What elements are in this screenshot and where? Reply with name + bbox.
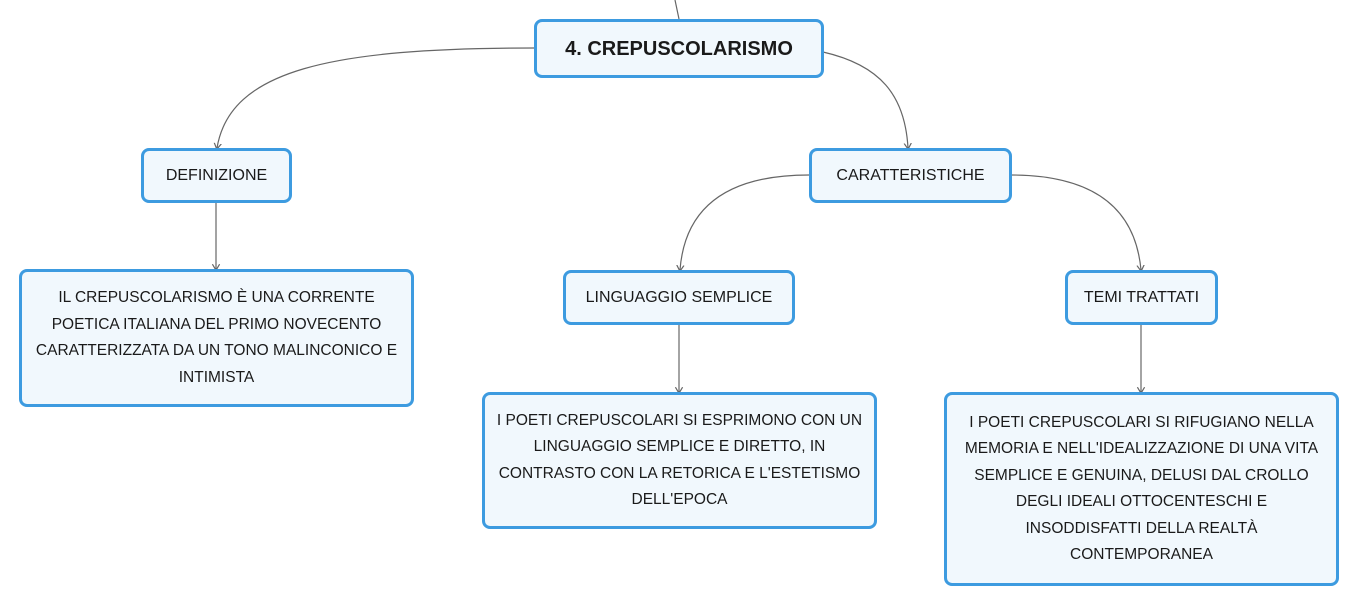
connector-caratteristiche-linguaggio	[680, 174, 810, 270]
topic-linguaggio-label: LINGUAGGIO SEMPLICE	[585, 288, 773, 306]
temi-text: I POETI CREPUSCOLARI SI RIFUGIANO NELLA …	[964, 413, 1319, 564]
topic-caratteristiche-label: CARATTERISTICHE	[836, 166, 985, 184]
topic-linguaggio-semplice[interactable]: LINGUAGGIO SEMPLICE	[563, 270, 795, 325]
connector-caratteristiche-temi	[1010, 174, 1141, 270]
linguaggio-text: I POETI CREPUSCOLARI SI ESPRIMONO CON UN…	[496, 411, 863, 509]
root-topic-label: 4. CREPUSCOLARISMO	[565, 37, 793, 60]
topic-linguaggio-text[interactable]: I POETI CREPUSCOLARI SI ESPRIMONO CON UN…	[482, 392, 877, 529]
topic-temi-text[interactable]: I POETI CREPUSCOLARI SI RIFUGIANO NELLA …	[944, 392, 1339, 586]
topic-temi-trattati[interactable]: TEMI TRATTATI	[1065, 270, 1218, 325]
topic-definizione[interactable]: DEFINIZIONE	[141, 148, 292, 203]
root-topic-crepuscolarismo[interactable]: 4. CREPUSCOLARISMO	[534, 19, 824, 78]
connector-root-caratteristiche	[822, 51, 908, 148]
topic-definizione-label: DEFINIZIONE	[165, 166, 268, 184]
topic-caratteristiche[interactable]: CARATTERISTICHE	[809, 148, 1012, 203]
topic-definizione-text[interactable]: IL CREPUSCOLARISMO È UNA CORRENTE POETIC…	[19, 269, 414, 407]
connector-root-definizione	[217, 47, 535, 148]
connector-parent-root	[674, 0, 680, 20]
definizione-text: IL CREPUSCOLARISMO È UNA CORRENTE POETIC…	[35, 289, 398, 386]
topic-temi-label: TEMI TRATTATI	[1083, 288, 1200, 306]
